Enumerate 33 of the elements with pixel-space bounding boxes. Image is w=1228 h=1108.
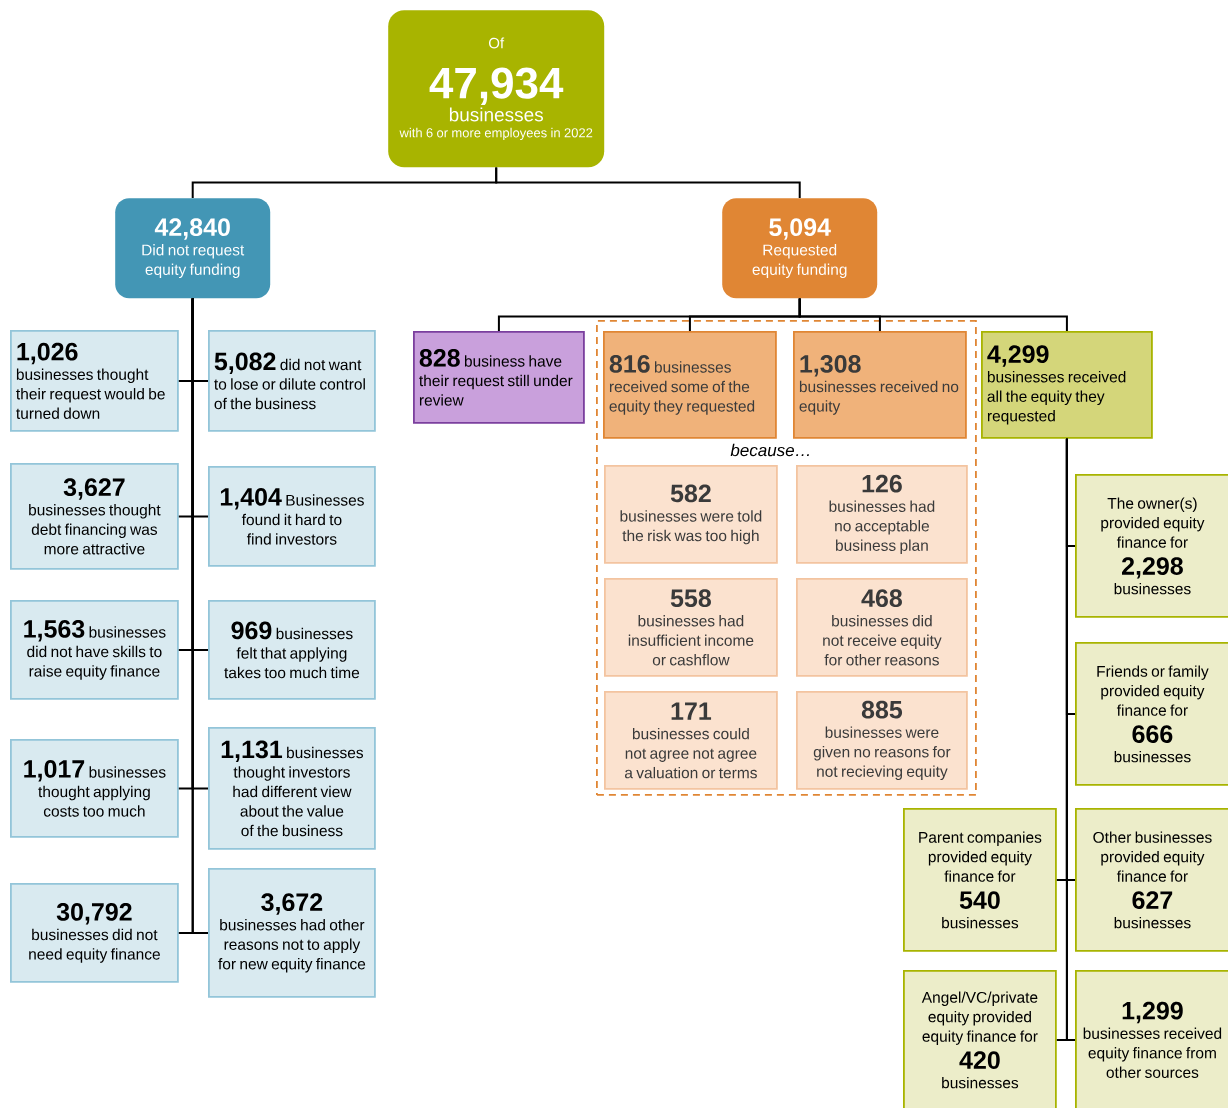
source-box: The owner(s) provided equity finance for 2,298 businesses	[1075, 474, 1228, 618]
reason-box: 468 businesses did not receive equity for other reasons	[796, 578, 968, 677]
source-box: 1,299 businesses received equity finance from other sources	[1075, 970, 1228, 1108]
reason-box: 1,404 Businesses found it hard to find investors	[208, 466, 376, 567]
category-box: 42,840 Did not request equity funding	[115, 198, 271, 299]
connector-line	[191, 297, 209, 934]
reason-box: 1,026 businesses thought their request would be turned down	[10, 330, 179, 432]
reason-box: 171 businesses could not agree not agree a valuation or terms	[604, 691, 778, 790]
reason-box: 3,672 businesses had other reasons not to apply for new equity finance	[208, 868, 376, 998]
reason-box: 1,131 businesses thought investors had different view about the value of the business	[208, 727, 376, 850]
source-box: Parent companies provided equity finance for 540 businesses	[903, 808, 1057, 952]
connector-line	[798, 297, 1068, 332]
reason-box: 558 businesses had insufficient income or cashflow	[604, 578, 778, 677]
box-with-total: Of 47,934 businesses with 6 or more employees in 2022	[388, 10, 605, 168]
outcome-box: 4,299 businesses received all the equity they requested	[981, 331, 1153, 439]
source-box: Angel/VC/private equity provided equity finance for 420 businesses	[903, 970, 1057, 1108]
outcome-box: 816 businesses received some of the equity they requested	[603, 331, 777, 439]
category-box: 5,094 Requested equity funding	[722, 198, 878, 299]
reason-box: 5,082 did not want to lose or dilute control of the business	[208, 330, 376, 432]
reason-box: 582 businesses were told the risk was too high	[604, 465, 778, 564]
reason-box: 885 businesses were given no reasons for not recieving equity	[796, 691, 968, 790]
reason-box: 1,017 businesses thought applying costs too much	[10, 739, 179, 838]
reason-box: 30,792 businesses did not need equity finance	[10, 883, 179, 983]
outcome-box: 828 business have their request still under review	[413, 331, 585, 424]
reason-box: 126 businesses had no acceptable business plan	[796, 465, 968, 564]
connector-line	[495, 166, 801, 199]
source-box: Friends or family provided equity finance for 666 businesses	[1075, 642, 1228, 786]
reason-box: 1,563 businesses did not have skills to raise equity finance	[10, 600, 179, 700]
source-box: Other businesses provided equity finance for 627 businesses	[1075, 808, 1228, 952]
reason-box: 969 businesses felt that applying takes too much time	[208, 600, 376, 700]
reason-box: 3,627 businesses thought debt financing was more attractive	[10, 463, 179, 570]
outcome-box: 1,308 businesses received no equity	[793, 331, 967, 439]
connector-line	[1065, 437, 1076, 1041]
